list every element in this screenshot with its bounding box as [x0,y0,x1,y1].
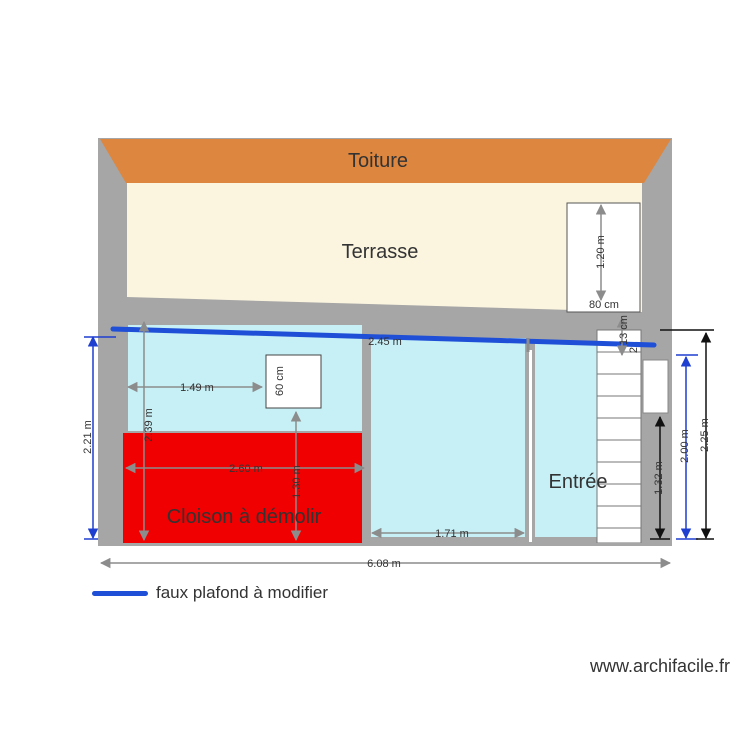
dim-ceiling-span: 2.45 m [368,336,402,348]
dim-window-height: 60 cm [274,366,286,396]
dim-stair-top: 13 cm [618,315,630,345]
room-entree [535,342,597,537]
terrasse-area [127,183,642,312]
label-cloison: Cloison à démolir [167,506,322,528]
legend: faux plafond à modifier [92,580,328,606]
partition-2-gap [529,350,532,542]
dim-room-height: 2.39 m [143,408,155,442]
dim-cloison-height: 1.30 m [291,465,303,499]
dim-total-width: 6.08 m [367,558,401,570]
dim-terrasse-width: 80 cm [589,299,619,311]
footer-site-link[interactable]: www.archifacile.fr [589,656,730,676]
label-entree: Entrée [549,471,608,493]
room-left [128,325,362,431]
label-toiture: Toiture [348,150,408,172]
window-right [642,359,669,414]
cloison-area [123,433,365,543]
window-left [265,354,322,409]
floor-line [98,543,672,546]
dim-corridor-width: 1.71 m [435,528,469,540]
dim-right-height-2: 2.00 m [679,429,691,463]
dim-terrasse-height: 1.20 m [595,235,607,269]
partition-1 [362,338,371,544]
dim-right-height-3: 2.25 m [699,418,711,452]
legend-swatch [92,590,148,596]
dim-left-height: 2.21 m [82,420,94,454]
label-terrasse: Terrasse [342,241,419,263]
roof [100,139,671,183]
room-center [371,338,526,537]
dim-stair-top-2: 2 [628,347,640,353]
dim-right-height-1: 1.32 m [653,461,665,495]
dim-cloison-width: 2.60 m [229,463,263,475]
faux-plafond-line [110,326,657,348]
legend-label: faux plafond à modifier [156,583,328,602]
dim-room-width: 1.49 m [180,382,214,394]
staircase [596,329,642,544]
